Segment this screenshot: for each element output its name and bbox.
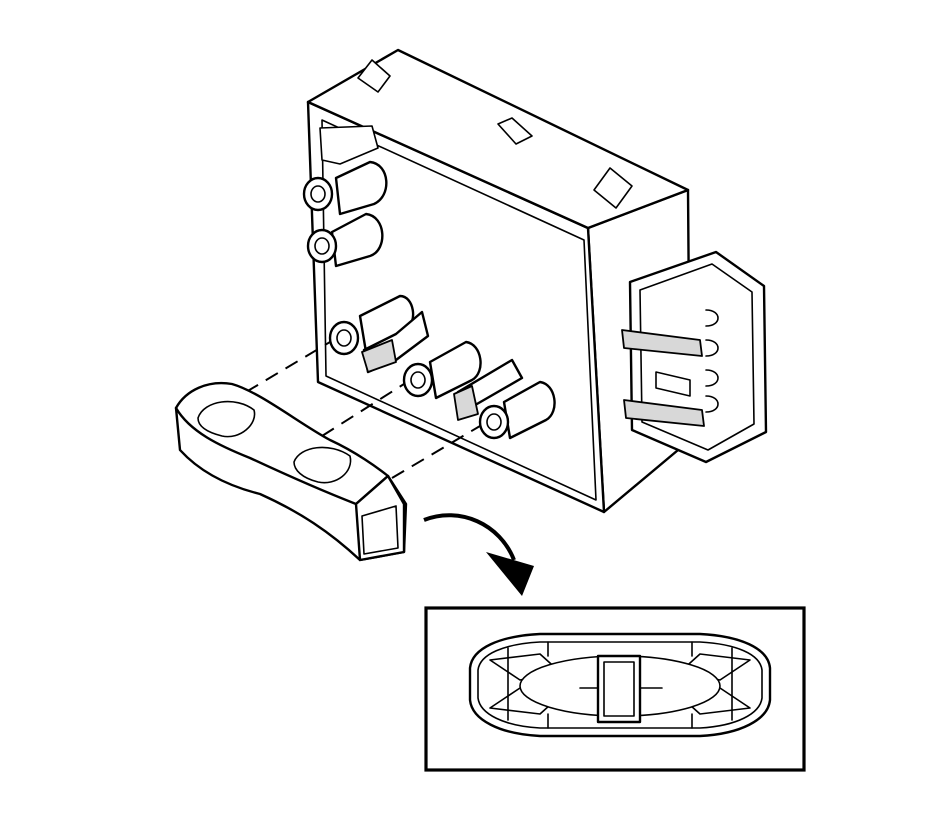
terminal-3 bbox=[478, 380, 556, 440]
side-connector bbox=[621, 250, 768, 464]
top-tab-right bbox=[593, 167, 633, 209]
alignment-lines bbox=[245, 341, 481, 479]
tpa-clip bbox=[174, 381, 408, 562]
side-latch bbox=[319, 125, 379, 165]
clip-end-view-inset bbox=[424, 606, 806, 772]
terminal-2 bbox=[402, 340, 524, 421]
terminal-1 bbox=[328, 294, 430, 374]
detail-arrow bbox=[423, 513, 534, 596]
top-tab-center bbox=[497, 117, 533, 145]
upper-terminals bbox=[302, 160, 388, 268]
top-tab-left bbox=[357, 59, 391, 93]
